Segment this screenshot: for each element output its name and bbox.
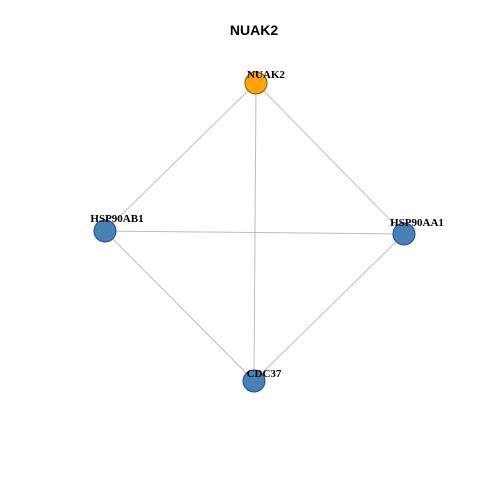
node-label-cdc37: CDC37 xyxy=(247,368,282,380)
node-layer xyxy=(93,71,416,393)
node-hsp90ab1 xyxy=(93,219,117,243)
node-nuak2 xyxy=(244,71,268,95)
edge-nuak2-hsp90ab1 xyxy=(104,82,257,232)
edge-layer xyxy=(104,82,405,382)
diagram-title: NUAK2 xyxy=(230,22,278,38)
node-label-hsp90ab1: HSP90AB1 xyxy=(90,213,143,225)
node-hsp90aa1 xyxy=(392,222,416,246)
node-label-nuak2: NUAK2 xyxy=(247,69,285,81)
node-cdc37 xyxy=(242,369,266,393)
edge-hsp90ab1-cdc37 xyxy=(104,230,255,382)
edge-nuak2-cdc37 xyxy=(253,82,257,382)
edge-hsp90aa1-cdc37 xyxy=(253,233,405,382)
edge-hsp90ab1-hsp90aa1 xyxy=(104,230,405,235)
node-label-hsp90aa1: HSP90AA1 xyxy=(390,217,444,229)
edge-nuak2-hsp90aa1 xyxy=(255,82,405,235)
